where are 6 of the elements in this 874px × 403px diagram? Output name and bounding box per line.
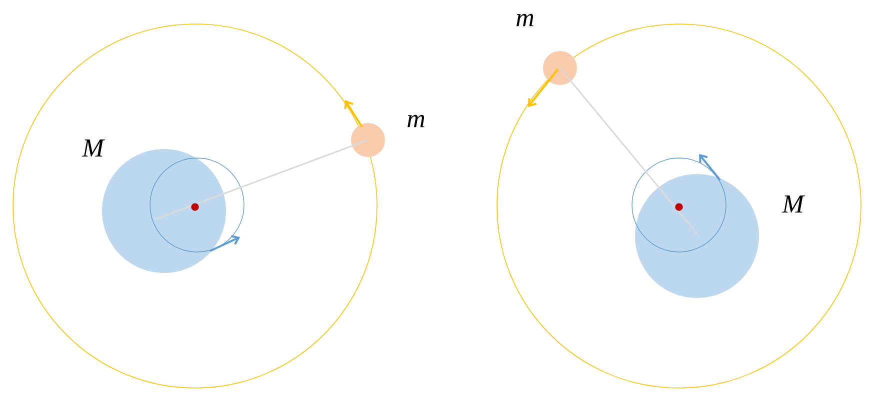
mass-label: m — [516, 14, 534, 26]
connecting-line — [156, 139, 368, 220]
mass-label: M — [82, 139, 106, 156]
mass-label: m — [408, 114, 424, 128]
connecting-line — [559, 68, 700, 236]
mass-label: M — [782, 195, 806, 212]
